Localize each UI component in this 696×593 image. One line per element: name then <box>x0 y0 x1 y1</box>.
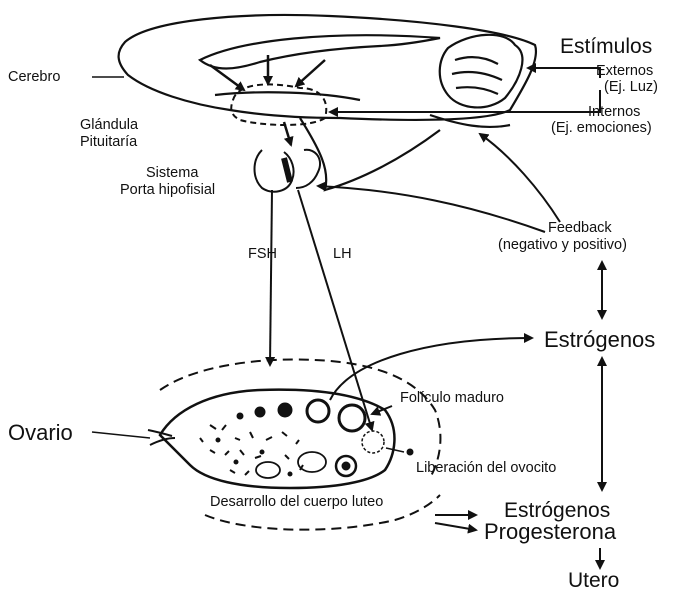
label-ovario: Ovario <box>8 420 73 445</box>
ovario-pointer <box>92 432 150 438</box>
label-utero: Utero <box>568 569 619 593</box>
label-internos: Internos <box>588 104 640 121</box>
label-progesterona: Progesterona <box>484 519 616 544</box>
fsh-arrow <box>270 190 272 365</box>
arrow-hypothalamus-right <box>296 60 325 86</box>
internal-stimuli-connector <box>330 90 600 112</box>
luteum-to-progesterone-arrow <box>435 523 476 530</box>
feedback-arrow-hypothalamus <box>480 134 560 222</box>
label-estimulos: Estímulos <box>560 35 652 59</box>
pituitary-gland <box>255 150 321 192</box>
label-liberacion: Liberación del ovocito <box>416 460 556 477</box>
label-pituitaria: Pituitaría <box>80 134 137 151</box>
label-estrogenos-top: Estrógenos <box>544 327 655 352</box>
feedback-arrow-pituitary <box>318 186 545 232</box>
label-fsh: FSH <box>248 246 277 263</box>
label-ej-emociones: (Ej. emociones) <box>551 120 652 137</box>
label-ej-luz: (Ej. Luz) <box>604 79 658 96</box>
liberacion-pointer <box>386 448 404 452</box>
label-cerebro: Cerebro <box>8 69 60 86</box>
label-feedback: Feedback <box>548 220 612 237</box>
label-feedback-tipo: (negativo y positivo) <box>498 237 627 254</box>
label-glandula: Glándula <box>80 117 138 134</box>
arrow-to-pituitary <box>284 122 291 145</box>
label-lh: LH <box>333 246 352 263</box>
label-externos: Externos <box>596 63 653 80</box>
brain-outline <box>119 15 536 190</box>
label-porta: Porta hipofisial <box>120 182 215 199</box>
hypothalamus-region <box>231 84 326 125</box>
external-stimuli-connector <box>528 68 600 78</box>
label-foliculo: Folículo maduro <box>400 390 504 407</box>
label-desarrollo: Desarrollo del cuerpo luteo <box>210 494 383 511</box>
label-sistema: Sistema <box>146 165 198 182</box>
